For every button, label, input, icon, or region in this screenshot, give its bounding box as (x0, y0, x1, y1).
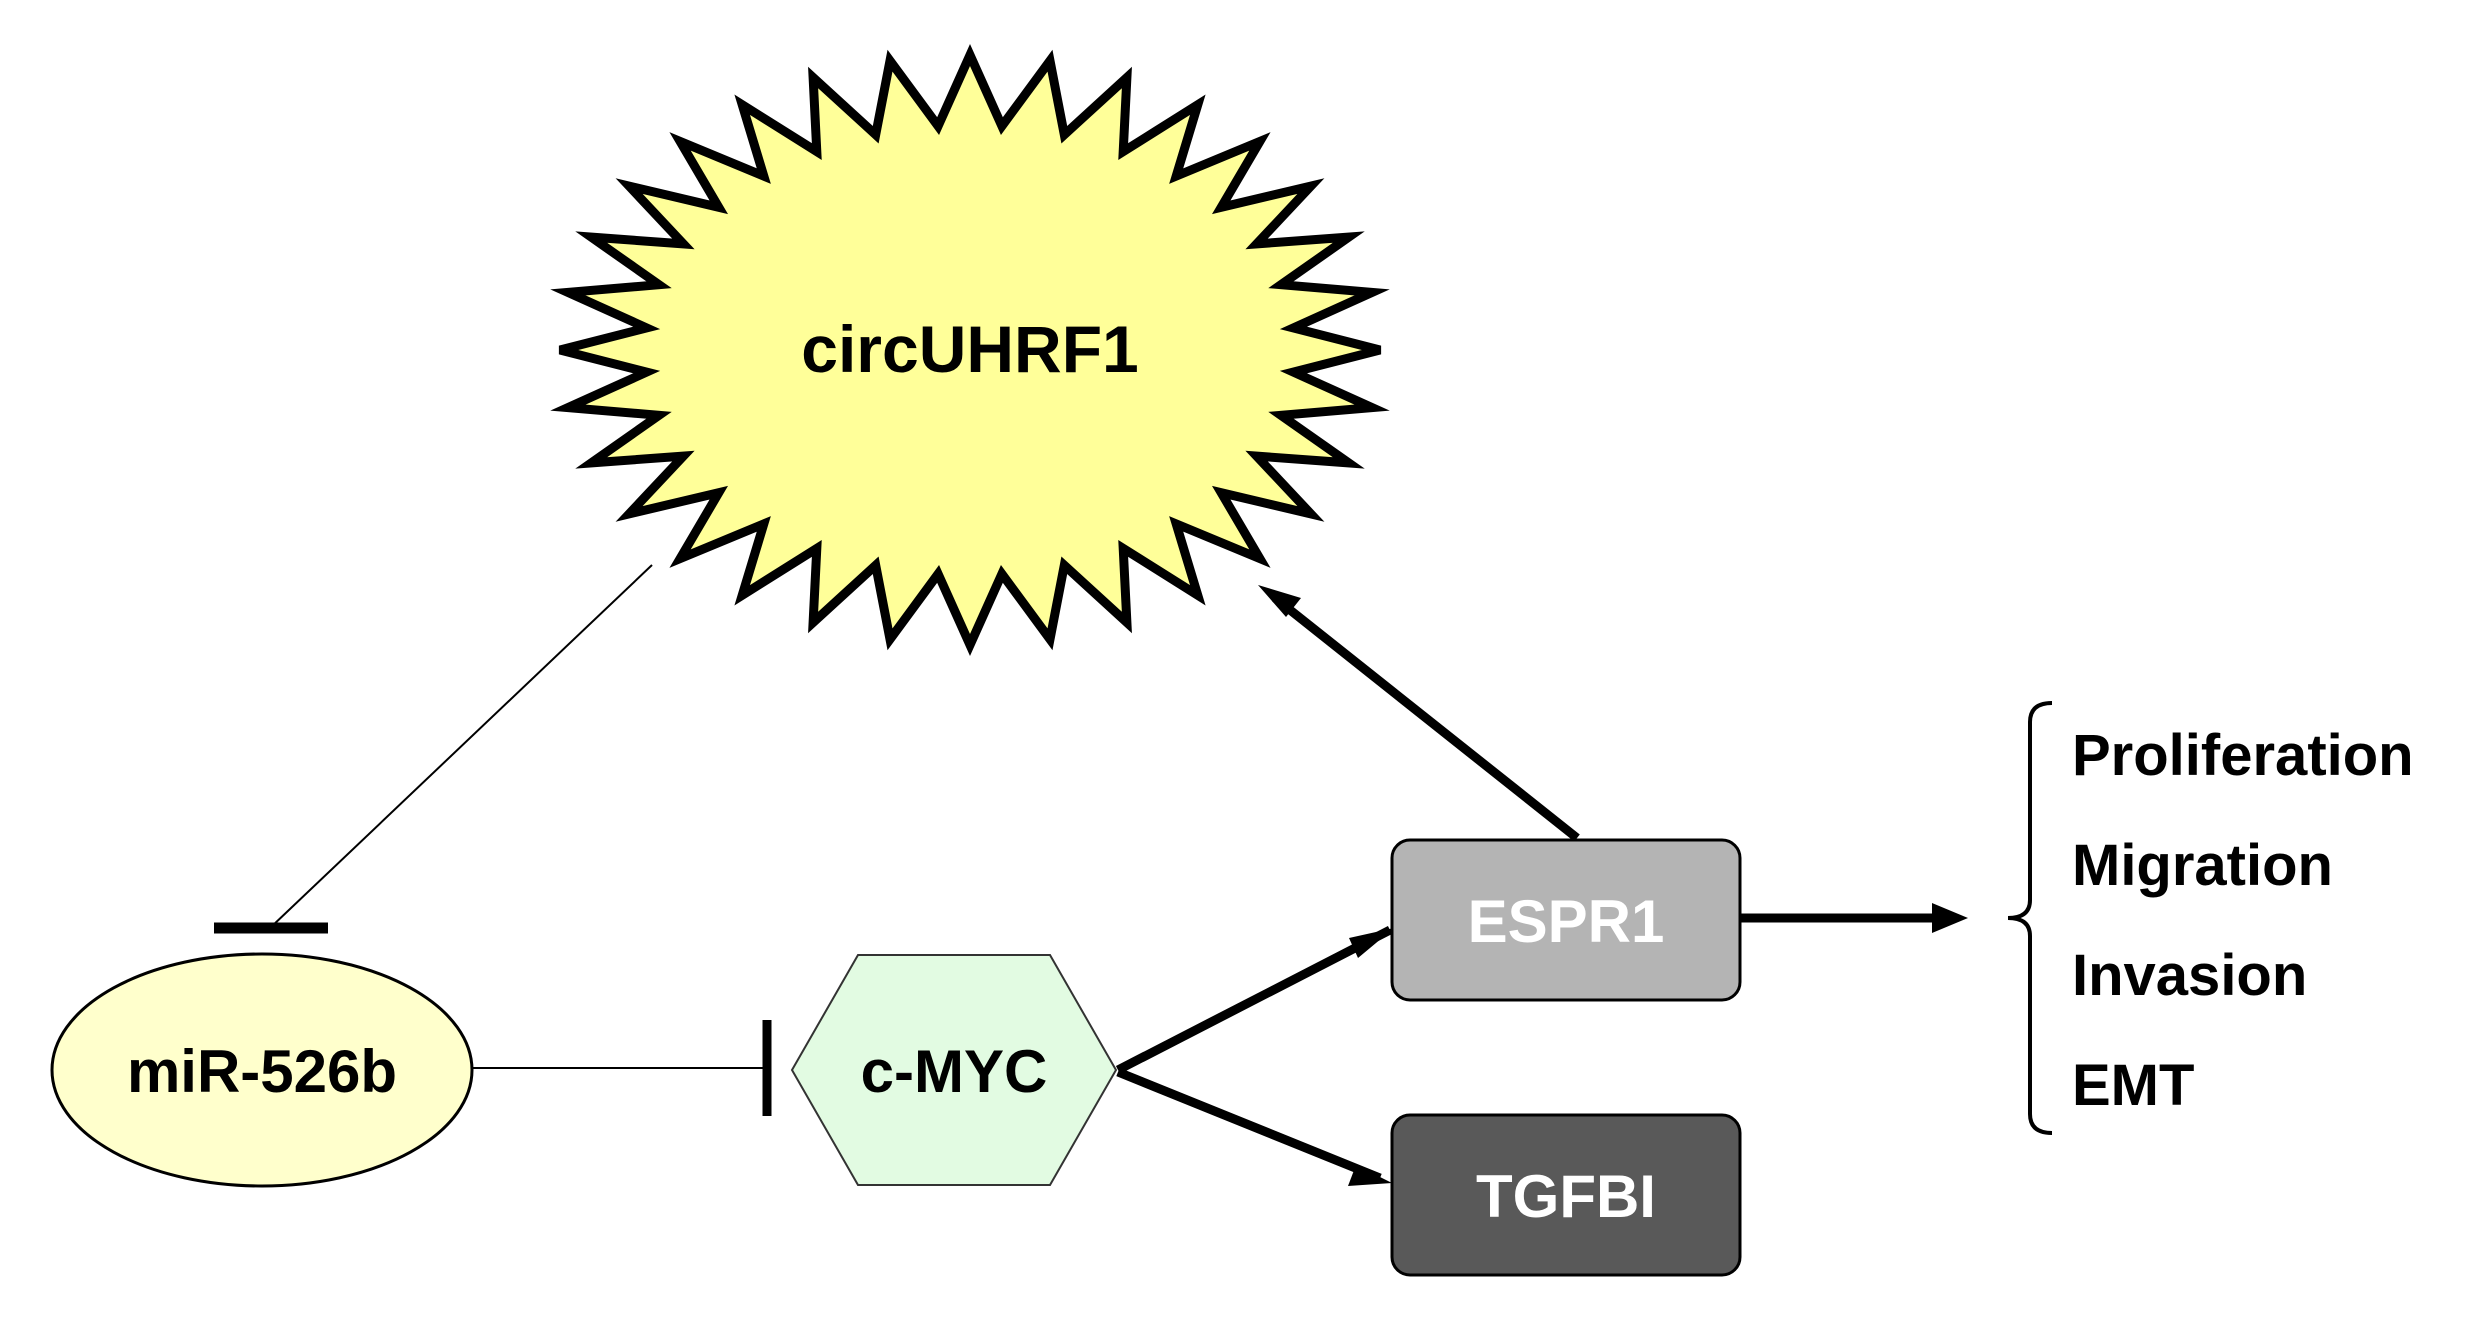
outcome-emt: EMT (2072, 1053, 2194, 1118)
circuhrf1-label: circUHRF1 (801, 312, 1138, 386)
edge-myc-activates-espr1 (1115, 925, 1393, 1075)
circuhrf1-node: circUHRF1 (550, 44, 1390, 656)
edge-mir-inhibits-myc (472, 1020, 772, 1116)
arrowhead-to-outcomes (1932, 903, 1968, 933)
outcome-proliferation: Proliferation (2072, 723, 2414, 788)
edge-espr1-activates-circ (1272, 594, 1580, 842)
edge-circ-inhibits-mir (214, 564, 653, 934)
mir-526b-ellipse (50, 952, 474, 1188)
c-myc-label: c-MYC (861, 1038, 1048, 1105)
c-myc-node: c-MYC (790, 954, 1118, 1186)
c-myc-hexagon (790, 954, 1118, 1186)
arrowhead-to-circ (1258, 585, 1301, 617)
outcomes-list: Proliferation Migration Invasion EMT (2072, 723, 2414, 1118)
espr1-label: ESPR1 (1468, 888, 1665, 955)
inhibition-line (269, 564, 653, 929)
outcome-invasion: Invasion (2072, 943, 2307, 1008)
mir-526b-label: miR-526b (127, 1038, 397, 1105)
starburst-shape (550, 44, 1390, 656)
edge-myc-activates-tgfbi (1116, 1067, 1382, 1183)
tgfbi-box (1390, 1113, 1742, 1277)
arrowhead-to-espr1 (1349, 928, 1394, 958)
arrowhead-to-tgfbi (1348, 1165, 1392, 1186)
mir-526b-node: miR-526b (50, 952, 474, 1188)
tgfbi-label: TGFBI (1476, 1163, 1656, 1230)
outcome-migration: Migration (2072, 833, 2333, 898)
tgfbi-node: TGFBI (1390, 1113, 1742, 1277)
outcomes-brace (2007, 701, 2053, 1135)
espr1-node: ESPR1 (1390, 838, 1742, 1002)
